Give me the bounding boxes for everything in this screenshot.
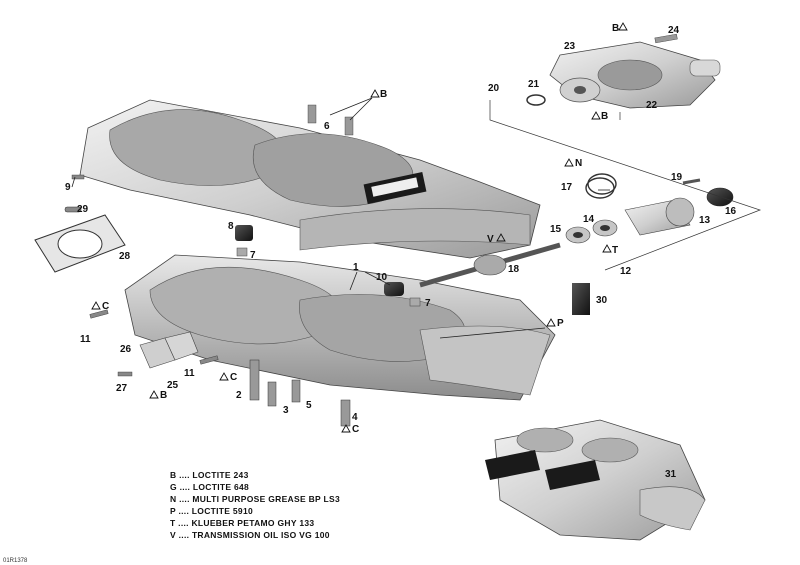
- callout-20: 20: [488, 83, 500, 94]
- callout-3: 3: [283, 405, 289, 416]
- marker-n-17: N: [575, 158, 582, 169]
- marker-b-21: B: [601, 111, 608, 122]
- legend-line-b: B .... LOCTITE 243: [170, 470, 249, 480]
- callout-16: 16: [725, 206, 737, 217]
- marker-b-24: B: [612, 23, 619, 34]
- callout-12: 12: [620, 266, 632, 277]
- callout-13: 13: [699, 215, 711, 226]
- callout-8: 8: [228, 221, 234, 232]
- figure-code: 01R1378: [3, 558, 28, 564]
- gasket-28: [34, 214, 126, 273]
- product-markers: B B B B N V T C C C P: [91, 22, 628, 435]
- legend-line-v: V .... TRANSMISSION OIL ISO VG 100: [170, 530, 330, 540]
- callout-2: 2: [236, 390, 242, 401]
- marker-p-crankcase: P: [557, 318, 564, 329]
- callout-11b: 11: [184, 368, 195, 379]
- legend-line-t: T .... KLUEBER PETAMO GHY 133: [170, 518, 314, 528]
- callout-5: 5: [306, 400, 312, 411]
- callout-10: 10: [376, 272, 388, 283]
- water-pump-housing: [526, 33, 721, 109]
- legend-line-g: G .... LOCTITE 648: [170, 482, 249, 492]
- callout-24: 24: [668, 25, 680, 36]
- small-parts: [64, 104, 590, 427]
- marker-t-14: T: [612, 245, 618, 256]
- lower-crankcase: [124, 254, 556, 401]
- upper-crankcase: [79, 99, 541, 259]
- marker-b-6: B: [380, 89, 387, 100]
- balancer-shaft-assembly: [419, 173, 734, 288]
- callout-1: 1: [353, 262, 359, 273]
- callout-23: 23: [564, 41, 576, 52]
- callout-31: 31: [665, 469, 677, 480]
- callout-9: 9: [65, 182, 71, 193]
- callout-22: 22: [646, 100, 658, 111]
- callout-30: 30: [596, 295, 608, 306]
- marker-v-18: V: [487, 234, 494, 245]
- legend-line-p: P .... LOCTITE 5910: [170, 506, 253, 516]
- leader-lines: [71, 97, 762, 339]
- callout-4: 4: [352, 412, 358, 423]
- callout-29: 29: [77, 204, 89, 215]
- product-legend: B .... LOCTITE 243 G .... LOCTITE 648 N …: [170, 470, 340, 540]
- callout-19: 19: [671, 172, 683, 183]
- callout-17: 17: [561, 182, 573, 193]
- callout-15: 15: [550, 224, 562, 235]
- callout-7b: 7: [425, 298, 431, 309]
- callout-11a: 11: [80, 334, 91, 345]
- callout-28: 28: [119, 251, 131, 262]
- engine-block-assembly: [485, 419, 706, 541]
- callout-18: 18: [508, 264, 520, 275]
- marker-c-11b: C: [230, 372, 237, 383]
- marker-c-4: C: [352, 424, 359, 435]
- callout-numbers: 1 2 3 4 5 6 7 7 8 9 10 11 11 12 13 14 15…: [65, 25, 737, 480]
- marker-b-27: B: [160, 390, 167, 401]
- legend-line-n: N .... MULTI PURPOSE GREASE BP LS3: [170, 494, 340, 504]
- callout-25: 25: [167, 380, 179, 391]
- callout-21: 21: [528, 79, 540, 90]
- callout-26: 26: [120, 344, 132, 355]
- callout-7a: 7: [250, 250, 256, 261]
- callout-6: 6: [324, 121, 330, 132]
- callout-14: 14: [583, 214, 595, 225]
- callout-27: 27: [116, 383, 128, 394]
- marker-c-11: C: [102, 301, 109, 312]
